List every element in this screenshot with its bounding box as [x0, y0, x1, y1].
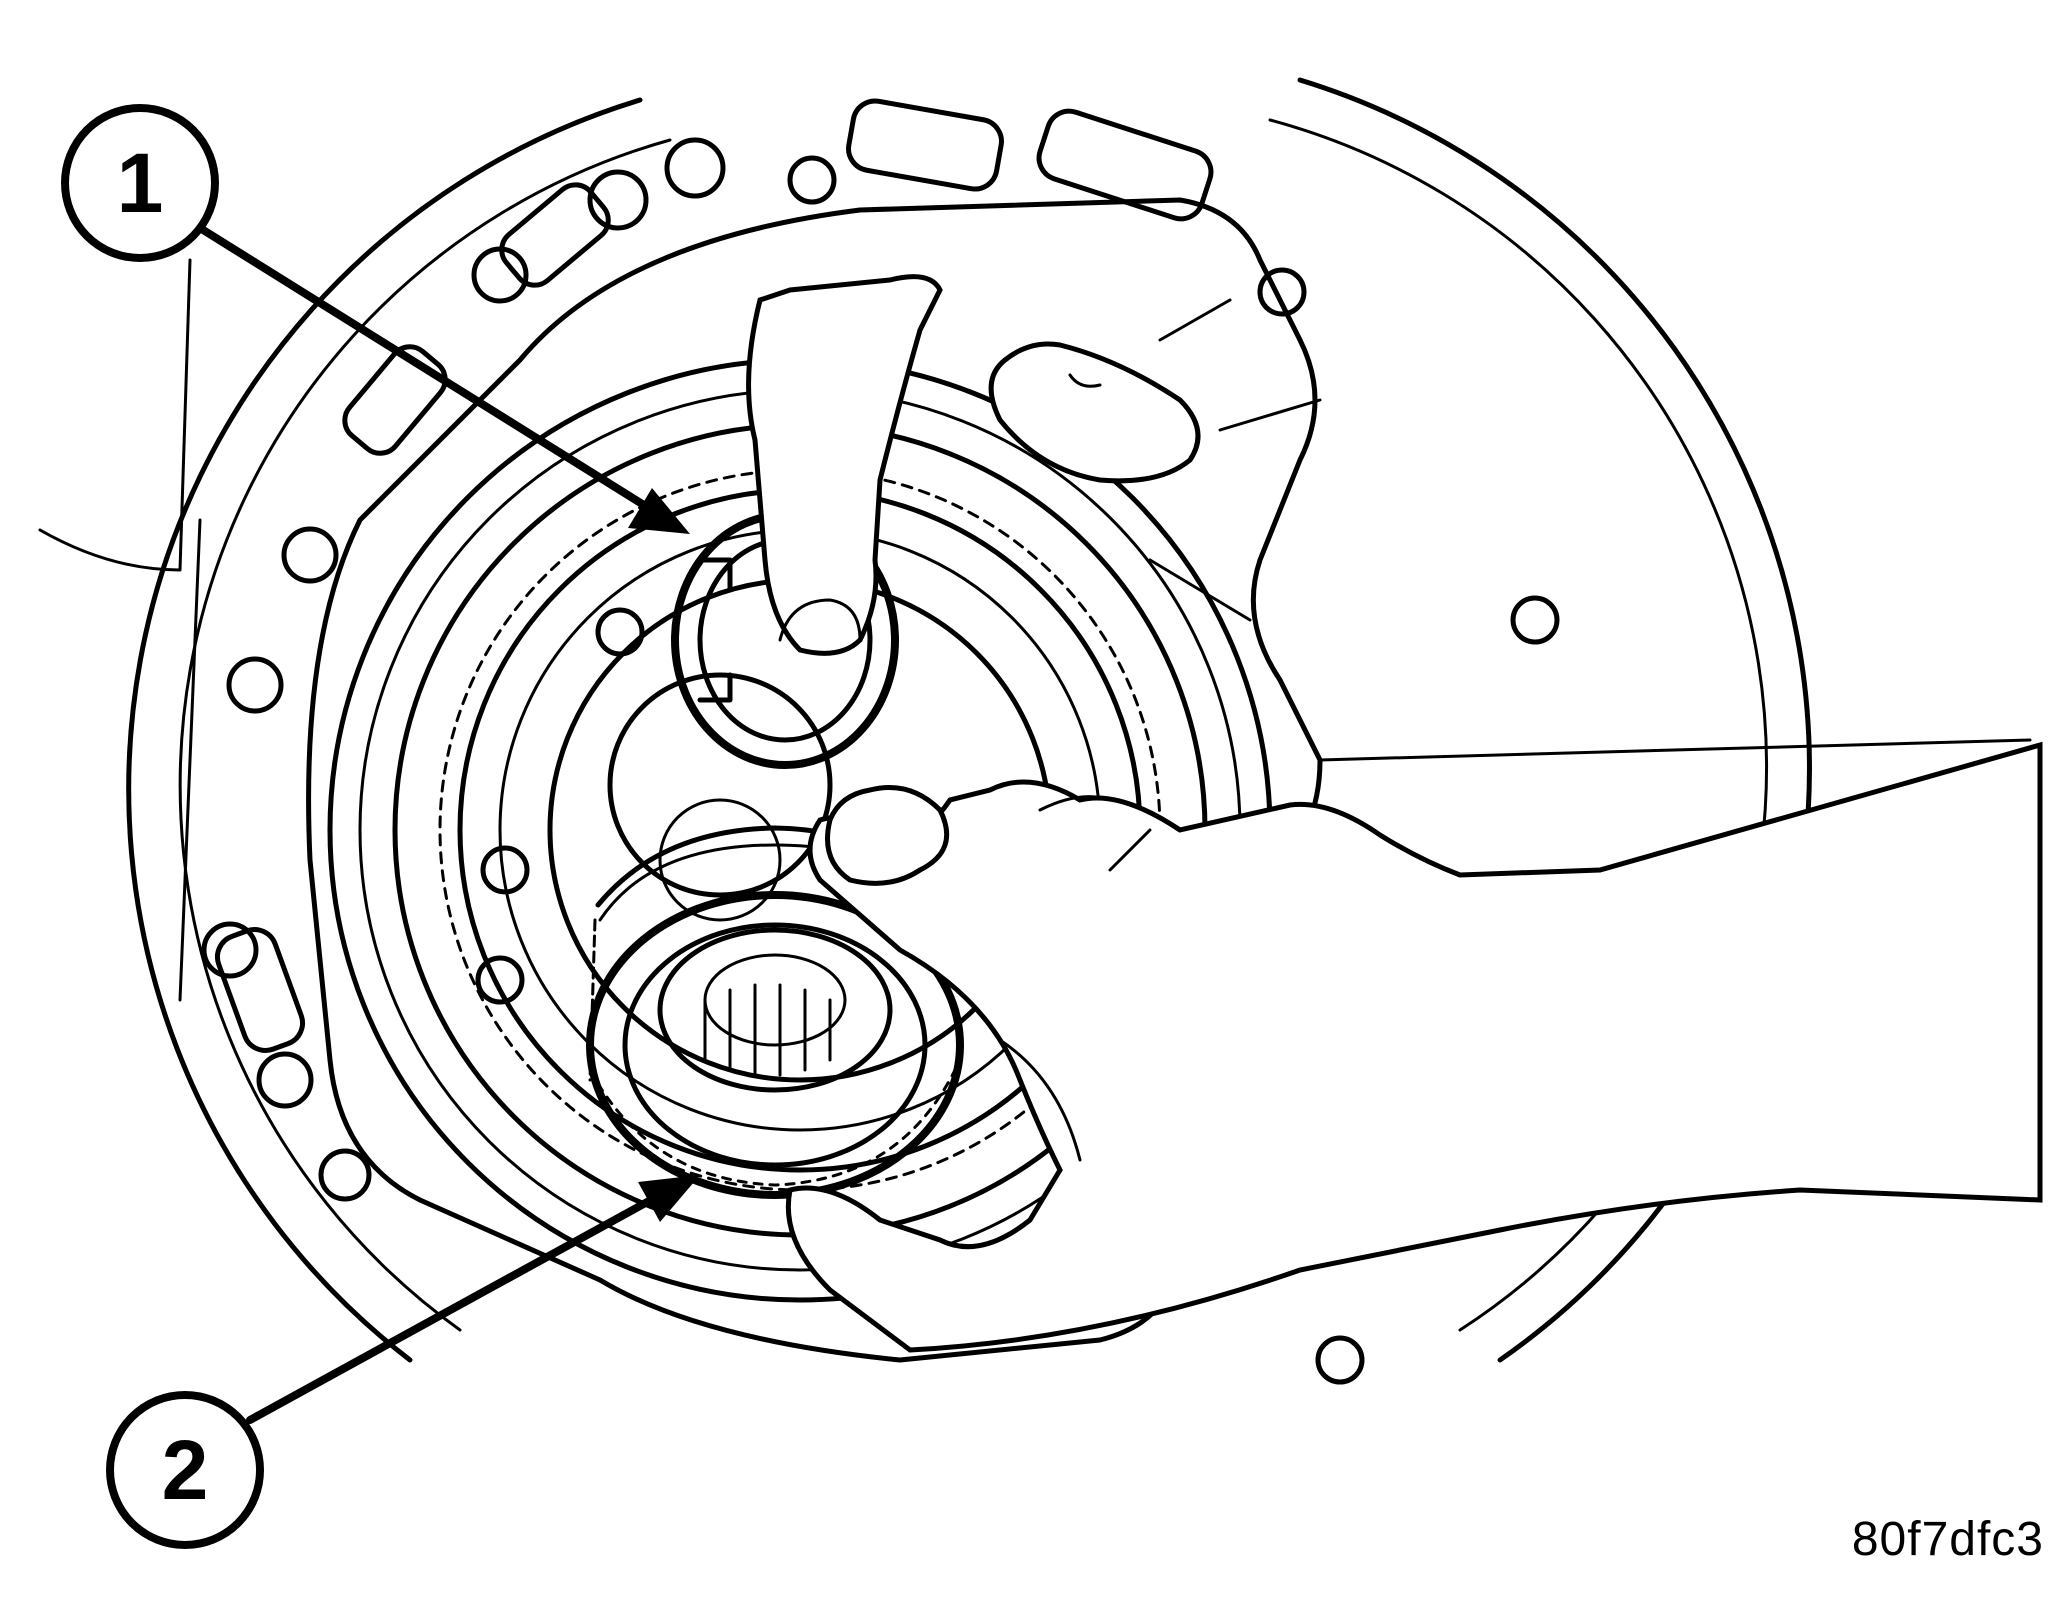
figure-id: 80f7dfc3 [1851, 1513, 2044, 1566]
leader-line-1 [196, 224, 659, 516]
arrowhead-2 [638, 1175, 700, 1222]
plate-holes [201, 98, 1560, 1385]
callout-2-label: 2 [162, 1423, 209, 1517]
callout-1-label: 1 [117, 136, 164, 230]
leader-line-2 [246, 1191, 664, 1424]
callout-1: 1 [61, 104, 219, 262]
technician-hand [746, 274, 2043, 1353]
arrowhead-1 [628, 488, 690, 534]
callout-2: 2 [106, 1391, 264, 1549]
leader-lines [196, 224, 700, 1424]
